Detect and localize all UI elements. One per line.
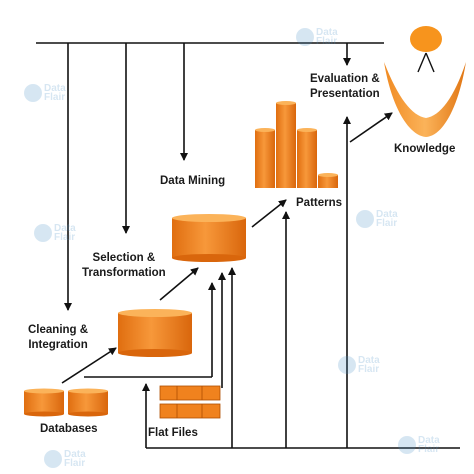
knowledge-icon <box>384 26 466 137</box>
watermark-logo-icon <box>296 28 314 46</box>
transformed-database-icon <box>172 214 246 262</box>
flat-files-label: Flat Files <box>148 427 198 439</box>
watermark-logo-icon <box>24 84 42 102</box>
evaluation-label-line1: Evaluation & <box>310 73 380 85</box>
watermark-logo-icon <box>34 224 52 242</box>
selection-label-line2: Transformation <box>82 267 166 279</box>
data-mining-label: Data Mining <box>160 175 226 187</box>
selection-label-line1: Selection & <box>92 252 156 264</box>
watermark-logo-icon <box>356 210 374 228</box>
patterns-icon <box>255 101 338 188</box>
patterns-label: Patterns <box>296 197 343 209</box>
evaluation-label-line2: Presentation <box>310 88 380 100</box>
selection-transformation-label: Selection & Transformation <box>82 251 166 281</box>
knowledge-label: Knowledge <box>394 143 456 155</box>
integration-database-icon <box>118 309 192 357</box>
evaluation-presentation-label: Evaluation & Presentation <box>310 72 380 102</box>
cleaning-label-line2: Integration <box>28 339 88 351</box>
watermark-logo-icon <box>338 356 356 374</box>
watermark-logo-icon <box>44 450 62 468</box>
watermark-logo-icon <box>398 436 416 454</box>
flat-files-icon <box>159 385 221 419</box>
connector-lines <box>36 42 460 449</box>
cleaning-label-line1: Cleaning & <box>28 324 89 336</box>
databases-label: Databases <box>40 423 98 435</box>
database-icon <box>24 388 108 417</box>
cleaning-integration-label: Cleaning & Integration <box>28 323 88 353</box>
